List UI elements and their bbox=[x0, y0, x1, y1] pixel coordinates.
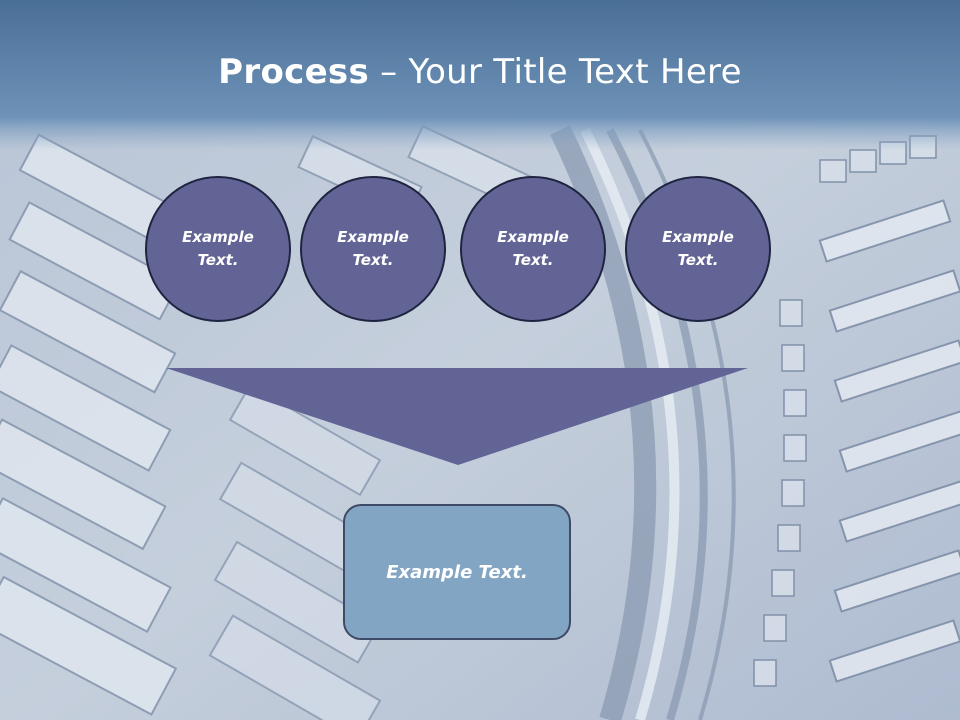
step-circle-label: Example Text. bbox=[497, 228, 569, 269]
slide-title: Process – Your Title Text Here bbox=[0, 52, 960, 92]
step-circle-label: Example Text. bbox=[337, 228, 409, 269]
step-circle-4[interactable]: Example Text. bbox=[625, 176, 771, 322]
result-box[interactable]: Example Text. bbox=[343, 504, 571, 640]
step-circle-1[interactable]: Example Text. bbox=[145, 176, 291, 322]
title-rest-part: – Your Title Text Here bbox=[369, 52, 742, 92]
step-circle-2[interactable]: Example Text. bbox=[300, 176, 446, 322]
step-circle-label: Example Text. bbox=[182, 228, 254, 269]
step-circle-3[interactable]: Example Text. bbox=[460, 176, 606, 322]
step-circle-label: Example Text. bbox=[662, 228, 734, 269]
title-bold-part: Process bbox=[218, 52, 370, 92]
result-label: Example Text. bbox=[386, 561, 528, 583]
header-band bbox=[0, 0, 960, 150]
